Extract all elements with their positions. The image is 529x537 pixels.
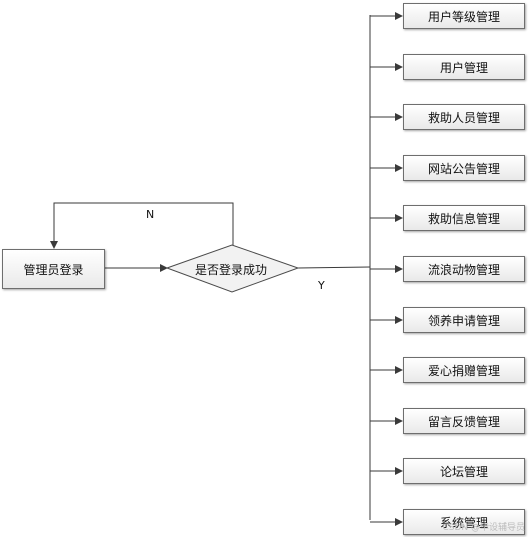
module-label: 救助人员管理 <box>427 110 500 125</box>
decision-diamond <box>165 244 300 293</box>
module-box: 爱心捐赠管理 <box>403 357 525 383</box>
module-box: 论坛管理 <box>403 458 525 484</box>
module-box: 流浪动物管理 <box>403 256 525 282</box>
module-label: 系统管理 <box>439 515 488 530</box>
module-box: 留言反馈管理 <box>403 408 525 434</box>
line-decision-to-trunk <box>297 266 371 269</box>
module-branches <box>370 12 403 526</box>
module-box: 用户等级管理 <box>403 3 525 29</box>
start-node-label: 管理员登录 <box>23 262 84 277</box>
module-box: 领养申请管理 <box>403 307 525 333</box>
module-box: 救助信息管理 <box>403 205 525 231</box>
module-label: 救助信息管理 <box>427 211 500 226</box>
module-box: 用户管理 <box>403 54 525 80</box>
yes-branch-label: Y <box>318 279 325 292</box>
decision-label: 是否登录成功 <box>195 263 268 277</box>
module-box: 救助人员管理 <box>403 104 525 130</box>
module-label: 领养申请管理 <box>427 313 500 328</box>
watermark: CSDN @毕设辅导员 <box>442 523 525 533</box>
start-node-admin-login: 管理员登录 <box>2 249 105 289</box>
module-label: 论坛管理 <box>439 464 488 479</box>
module-box: 系统管理 <box>403 509 525 535</box>
no-branch-label: N <box>146 208 155 221</box>
module-label: 网站公告管理 <box>427 161 500 176</box>
module-label: 用户管理 <box>439 60 488 75</box>
arrow-loop-no <box>50 202 234 249</box>
module-box: 网站公告管理 <box>403 155 525 181</box>
module-label: 爱心捐赠管理 <box>427 363 500 378</box>
module-label: 用户等级管理 <box>427 9 500 24</box>
module-label: 留言反馈管理 <box>427 414 500 429</box>
module-label: 流浪动物管理 <box>427 262 500 277</box>
